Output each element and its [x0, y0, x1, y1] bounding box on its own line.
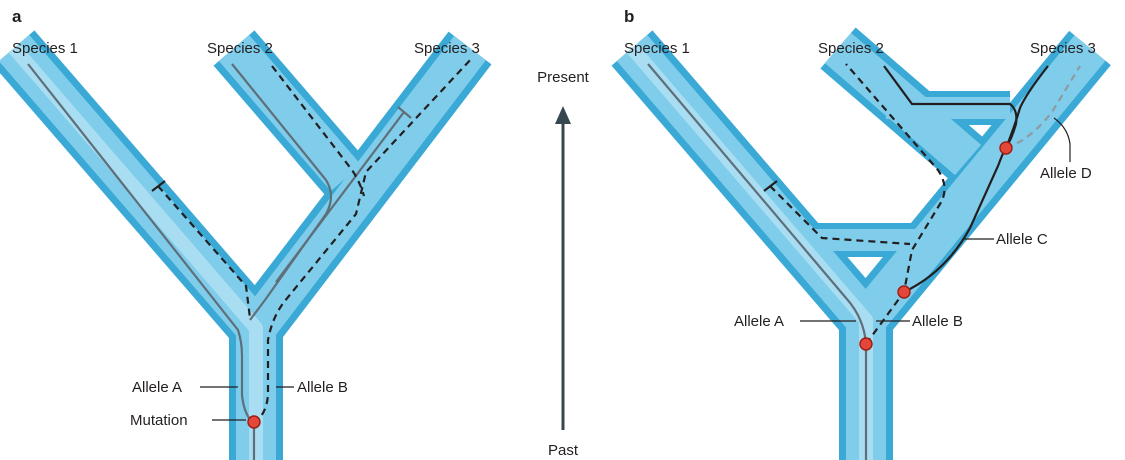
panel-b-letter: b — [624, 7, 634, 26]
mutation-label-a: Mutation — [130, 412, 188, 429]
mutation-point-b3 — [1000, 142, 1012, 154]
allele-b-label-b: Allele B — [912, 313, 963, 330]
allele-a-label-a: Allele A — [132, 379, 182, 396]
species-3-label-b: Species 3 — [1030, 40, 1096, 57]
species-3-label-a: Species 3 — [414, 40, 480, 57]
species-tree-b — [632, 48, 1090, 460]
allele-b-label-a: Allele B — [297, 379, 348, 396]
panel-a-letter: a — [12, 7, 22, 26]
mutation-point-a — [248, 416, 260, 428]
species-1-label-b: Species 1 — [624, 40, 690, 57]
time-arrow-head — [555, 106, 571, 124]
panel-a: a Species 1 Species 2 Species 3 Allele A… — [12, 7, 480, 460]
mutation-point-b2 — [898, 286, 910, 298]
present-label: Present — [537, 69, 590, 86]
past-label: Past — [548, 442, 579, 459]
mutation-point-b1 — [860, 338, 872, 350]
allele-a-label-b: Allele A — [734, 313, 784, 330]
allele-c-label-b: Allele C — [996, 231, 1048, 248]
species-1-label-a: Species 1 — [12, 40, 78, 57]
species-2-label-b: Species 2 — [818, 40, 884, 57]
panel-b: b Species 1 Species 2 Species 3 Allele A… — [624, 7, 1096, 460]
time-axis: Present Past — [537, 69, 590, 459]
species-2-label-a: Species 2 — [207, 40, 273, 57]
allele-d-label-b: Allele D — [1040, 165, 1092, 182]
